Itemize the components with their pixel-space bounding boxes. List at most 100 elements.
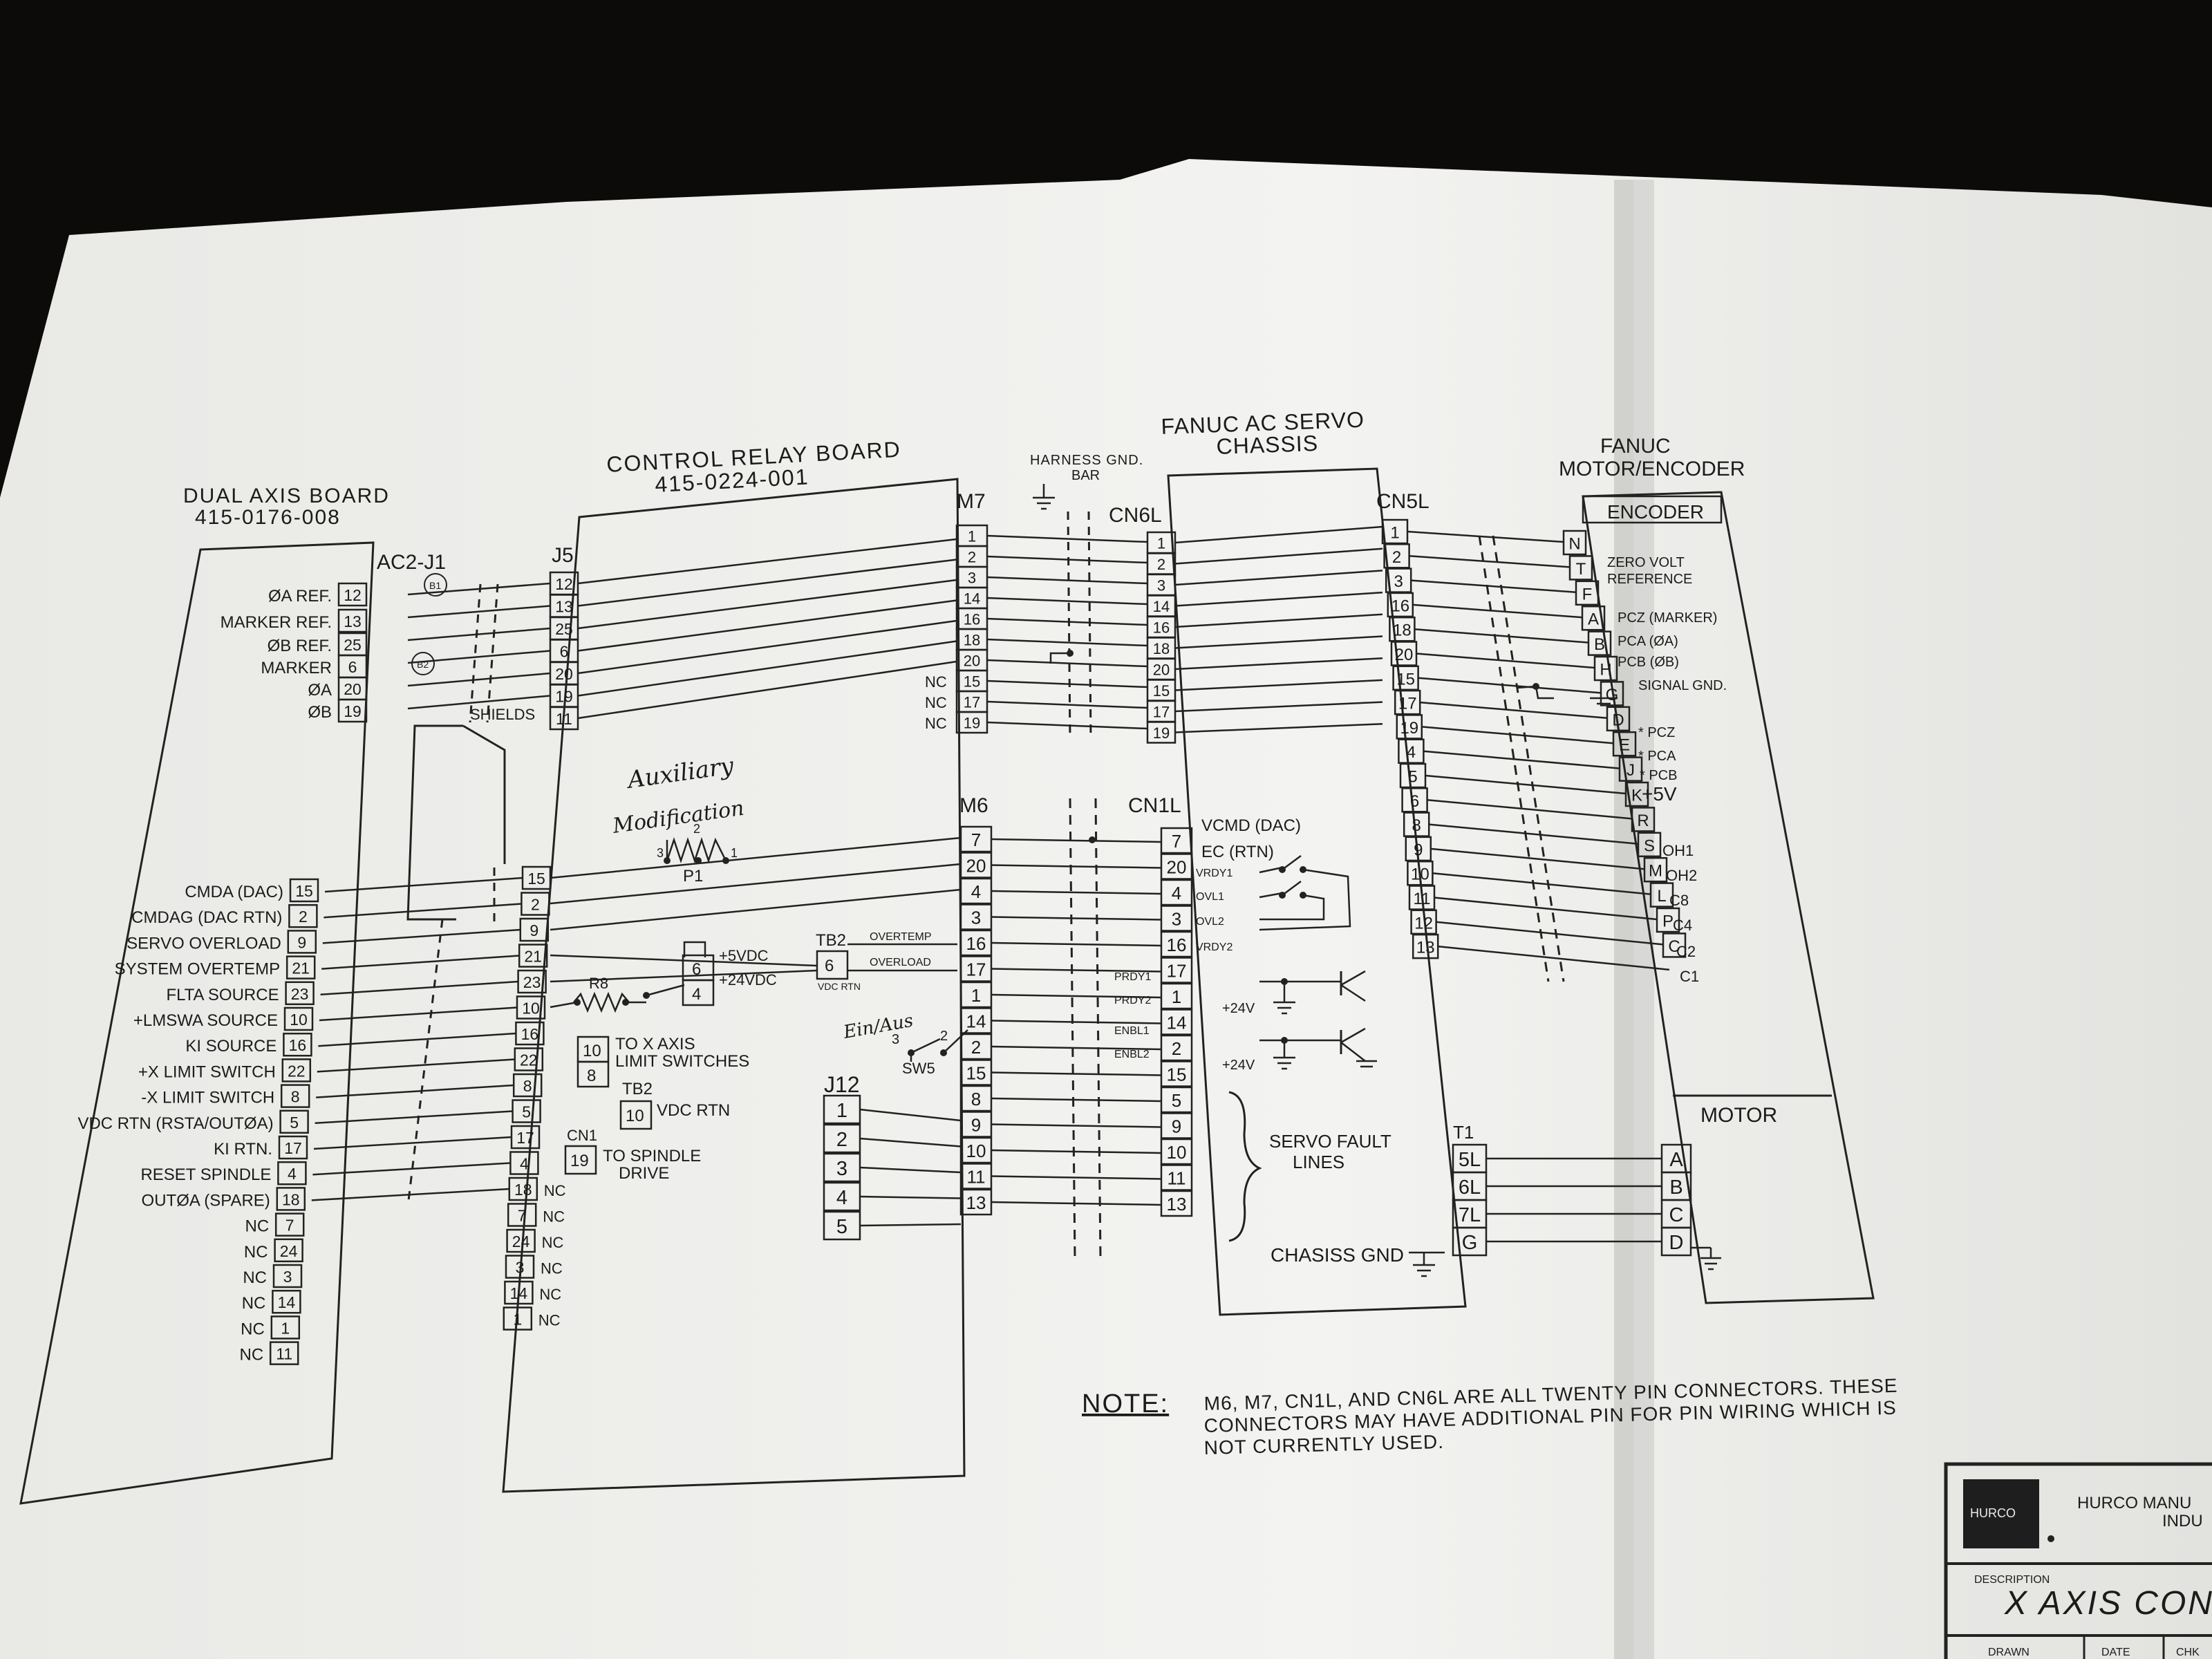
p1-potentiometer: P1 3 2 1 — [657, 822, 738, 885]
encoder-pin-box — [1606, 706, 1631, 732]
m7-pin: 14 — [964, 590, 980, 607]
tb2-vdc-rtn: TB2 10 VDC RTN — [619, 1080, 730, 1130]
j1-j5-wire — [407, 605, 551, 619]
signal-pin-box — [285, 981, 315, 1006]
t1-pin: 6L — [1459, 1177, 1481, 1199]
hurco-logo-text: HURCO — [1970, 1506, 2016, 1520]
j1-j5-wire — [407, 650, 551, 664]
m6-cn1l-wire — [991, 1149, 1162, 1154]
cn1l-pin-box — [1160, 957, 1193, 984]
cn1l-pin: 1 — [1172, 986, 1181, 1007]
j5-m6-wire — [550, 863, 962, 905]
relay-board-wires — [311, 534, 1162, 1227]
cn1l-pin: 7 — [1172, 831, 1181, 852]
cn5l-encoder-wire — [1411, 579, 1577, 594]
cn1l-pin: 10 — [1167, 1142, 1187, 1163]
encoder-pin: M — [1649, 862, 1662, 881]
encoder-signal: C1 — [1680, 968, 1699, 985]
m6-pin: 2 — [971, 1037, 981, 1058]
m6-pin: 1 — [971, 985, 981, 1006]
cn5l-encoder-wire — [1409, 555, 1571, 568]
cn1l-pin: 17 — [1167, 961, 1187, 982]
nc-label: NC — [925, 694, 947, 711]
cn5l-pin: 19 — [1400, 719, 1418, 738]
signal-pin: 7 — [285, 1217, 294, 1235]
encoder-signal: REFERENCE — [1607, 572, 1692, 587]
cn5l-encoder-wire — [1420, 701, 1608, 720]
j1-j5-wire — [324, 877, 523, 893]
m7-cn6l-wire — [986, 555, 1148, 564]
j1-j5-wire — [319, 1006, 518, 1022]
m7-cn6l-wire — [986, 597, 1148, 606]
cn5l-encoder-wire — [1432, 872, 1651, 895]
signal-pin: 23 — [291, 985, 309, 1003]
m7-pin: 20 — [964, 652, 980, 669]
j5-pin: 12 — [555, 575, 573, 593]
signal-pin: 15 — [295, 882, 313, 900]
signal-label: +LMSWA SOURCE — [133, 1011, 278, 1030]
cn6l-pin: 17 — [1153, 703, 1170, 720]
cn5l-pin: 6 — [1410, 792, 1419, 811]
j12-pin-box — [823, 1181, 861, 1212]
cn1l-pin-box — [1160, 930, 1193, 958]
signal-label: NC — [241, 1320, 265, 1338]
signal-pin-box — [272, 1289, 301, 1314]
transistor-grounds: +24V +24V — [1222, 970, 1377, 1073]
photocopy-shadow-stripe — [1614, 180, 1633, 1659]
cn1l-signal: OVL2 — [1196, 916, 1224, 928]
j5-m7-wire — [577, 640, 957, 697]
nc-label: NC — [539, 1286, 561, 1303]
m7-pin: 2 — [968, 548, 976, 565]
j5-pin: 15 — [527, 870, 545, 888]
signal-pin-box — [283, 1032, 312, 1057]
cn5l-pin: 10 — [1411, 865, 1430, 884]
encoder-pin-box — [1643, 856, 1668, 883]
signal-pin-box — [278, 1135, 308, 1160]
motor-pin-box — [1660, 1226, 1692, 1257]
cn1l-pin-box — [1160, 827, 1193, 854]
signal-label: -X LIMIT SWITCH — [141, 1089, 274, 1107]
j1-j5-wire — [320, 980, 518, 996]
m7-cn6l-wire — [986, 721, 1148, 730]
chassis-internal-wire — [1174, 723, 1383, 733]
signal-pin: 10 — [290, 1011, 308, 1029]
company-name-1: HURCO MANU — [2077, 1494, 2191, 1512]
svg-text:DATE: DATE — [2101, 1647, 2130, 1658]
encoder-pin-box — [1637, 832, 1662, 858]
cn1l-pin-box — [1160, 853, 1193, 880]
j5-m7-wire — [577, 538, 957, 585]
signal-pin-box — [274, 1212, 305, 1237]
control-relay-board-outline — [502, 478, 966, 1493]
encoder-pin: G — [1606, 686, 1619, 704]
cn6l-pin: 1 — [1157, 534, 1165, 552]
cn5l-encoder-wire — [1438, 945, 1670, 971]
svg-text:6: 6 — [825, 957, 834, 975]
j5-pin: 19 — [555, 687, 573, 705]
encoder-signal: OH1 — [1662, 842, 1694, 859]
cn1l-signal: ENBL2 — [1114, 1049, 1150, 1060]
m6-pin: 14 — [966, 1011, 986, 1032]
cn1l-pin-box — [1160, 982, 1193, 1010]
encoder-pin: P — [1662, 912, 1674, 931]
encoder-pin-box — [1575, 580, 1600, 606]
harness-gnd-bar: HARNESS GND. BAR — [1030, 453, 1143, 1259]
description-value: X AXIS CON — [2004, 1585, 2212, 1622]
m6-pin: 9 — [971, 1115, 981, 1136]
m6-pin: 11 — [967, 1167, 986, 1188]
svg-text:10: 10 — [583, 1042, 601, 1060]
signal-pin: 16 — [289, 1036, 307, 1054]
cn6l-pin: 20 — [1153, 661, 1170, 678]
signal-pin: 21 — [292, 959, 310, 977]
signal-pin: 25 — [344, 636, 362, 654]
cn5l-label: CN5L — [1376, 490, 1430, 513]
cn1l-pin-box — [1160, 1034, 1193, 1062]
cn5l-pin: 12 — [1414, 914, 1433, 932]
j1-j5-wire — [322, 928, 521, 944]
signal-pin-box — [283, 1006, 314, 1031]
chassis-internal-wire — [1174, 679, 1383, 691]
signal-pin-box — [276, 1187, 306, 1211]
signal-pin-box — [279, 1109, 309, 1134]
encoder-signal: C2 — [1676, 943, 1696, 960]
